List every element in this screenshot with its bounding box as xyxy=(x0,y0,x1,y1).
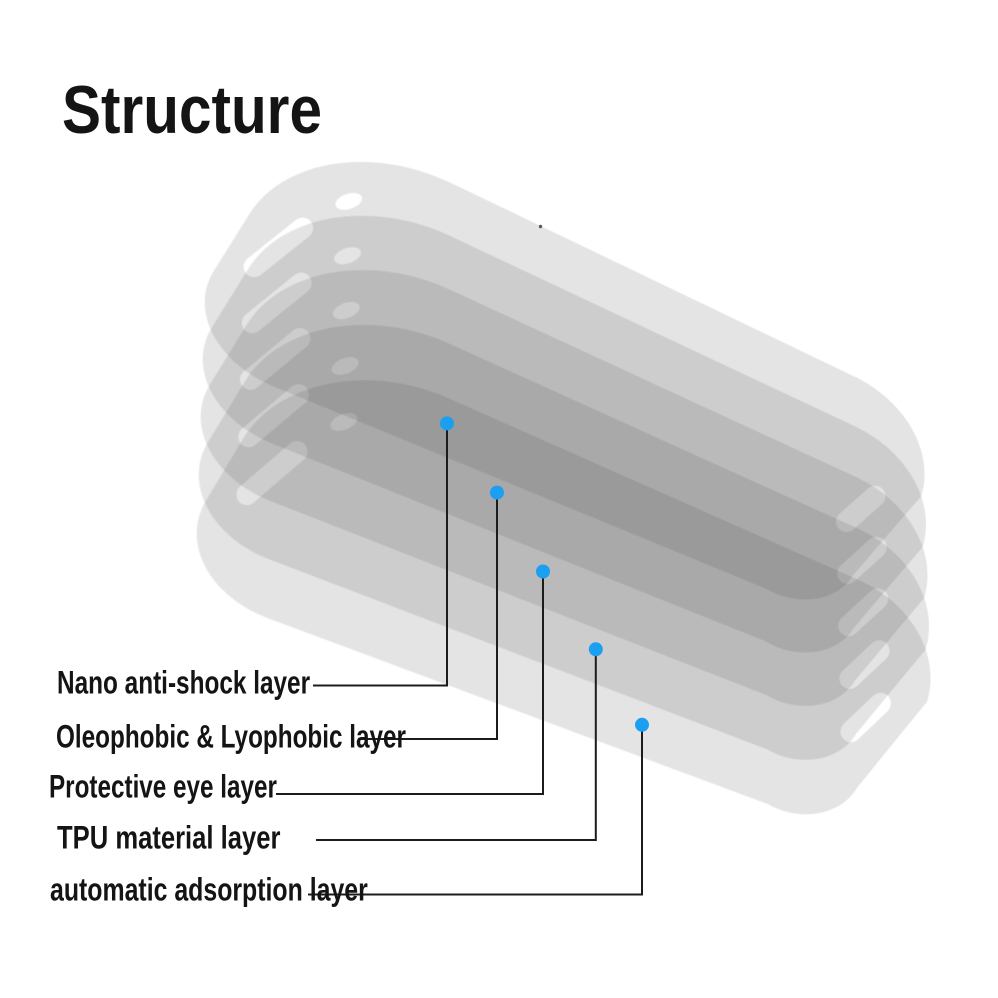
layer-label-4: TPU material layer xyxy=(57,819,281,856)
layer-marker-dot-1 xyxy=(440,416,454,431)
layer-leader-line-1 xyxy=(313,424,448,687)
layer-marker-dot-5 xyxy=(635,717,649,732)
layer-leader-line-4 xyxy=(316,649,597,841)
layer-label-2: Oleophobic & Lyophobic layer xyxy=(56,718,406,755)
layer-label-1: Nano anti-shock layer xyxy=(57,664,311,701)
layer-marker-dot-2 xyxy=(490,485,504,500)
layer-leader-line-5 xyxy=(308,724,643,896)
layer-leader-line-3 xyxy=(276,571,544,795)
page-title: Structure xyxy=(62,72,322,148)
image-speck xyxy=(538,224,543,229)
layer-marker-dot-3 xyxy=(536,564,550,579)
layer-label-3: Protective eye layer xyxy=(49,768,277,805)
layer-label-5: automatic adsorption layer xyxy=(50,871,368,908)
layer-marker-dot-4 xyxy=(588,642,603,657)
layer-leader-line-2 xyxy=(358,492,498,740)
